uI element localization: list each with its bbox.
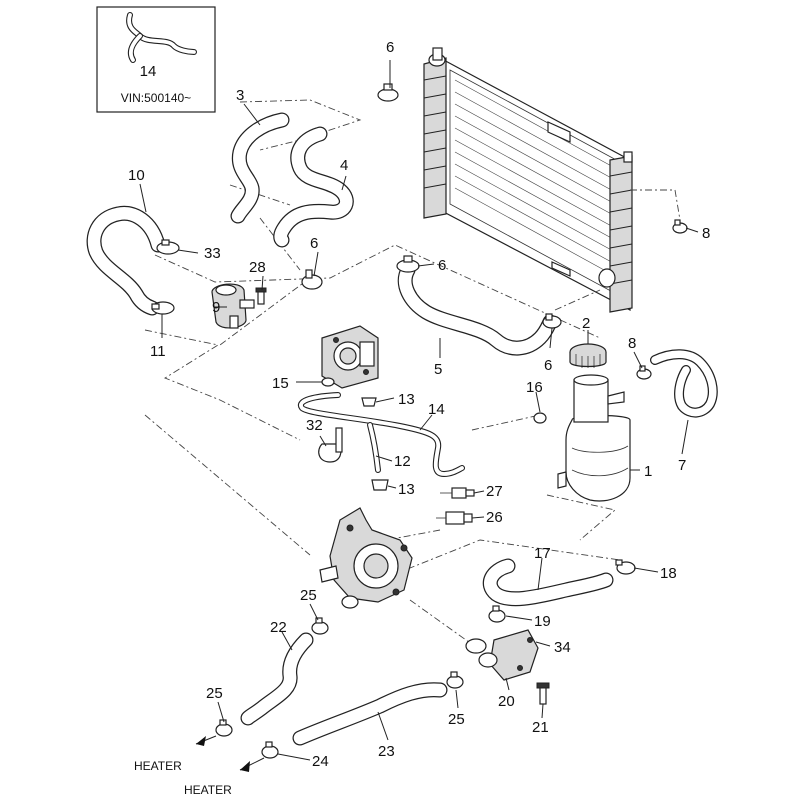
callout-6-lower: 6 xyxy=(544,357,552,374)
callout-4: 4 xyxy=(340,157,348,174)
callout-25-b: 25 xyxy=(448,711,465,728)
throttle-body xyxy=(321,325,379,389)
callout-19: 19 xyxy=(534,613,551,630)
clamp-24 xyxy=(261,741,279,759)
callout-9: 9 xyxy=(212,299,220,316)
outlet-fitting-9 xyxy=(211,283,255,329)
fitting-13-upper xyxy=(361,397,377,407)
hose-5 xyxy=(397,262,558,356)
callout-11: 11 xyxy=(150,343,166,360)
hose-23 xyxy=(292,682,448,746)
clamp-6-left xyxy=(301,269,323,290)
fitting-15 xyxy=(321,377,335,387)
clamp-16 xyxy=(533,412,547,424)
clamp-6-lower xyxy=(542,313,562,329)
clamp-25-b xyxy=(446,671,464,689)
sensor-26 xyxy=(436,511,473,525)
clamp-25-c xyxy=(215,719,233,737)
reservoir-cap xyxy=(569,343,607,368)
clamp-8-lower xyxy=(636,365,652,380)
thermostat-housing-20 xyxy=(465,629,539,681)
callout-24: 24 xyxy=(312,753,329,770)
heater-arrow-lower xyxy=(239,757,265,772)
callout-32: 32 xyxy=(306,417,323,434)
heater-arrow-upper xyxy=(195,735,217,746)
clamp-8-upper xyxy=(672,219,688,234)
callout-5: 5 xyxy=(434,361,442,378)
coolant-reservoir xyxy=(557,374,631,502)
hose-10 xyxy=(86,205,166,316)
callout-3: 3 xyxy=(236,87,244,104)
callout-8-upper: 8 xyxy=(702,225,710,242)
inset-box: 14 VIN:500140~ xyxy=(96,6,216,113)
fitting-13-lower xyxy=(371,479,389,491)
heater-label-upper: HEATER xyxy=(134,759,182,773)
callout-6-mid: 6 xyxy=(438,257,446,274)
radiator xyxy=(423,47,633,313)
bolt-21 xyxy=(536,682,550,705)
callout-27: 27 xyxy=(486,483,503,500)
clamp-33 xyxy=(156,239,180,255)
callout-25-c: 25 xyxy=(206,685,223,702)
callout-2: 2 xyxy=(582,315,590,332)
inset-hose-14 xyxy=(126,12,197,63)
hose-22 xyxy=(240,632,314,726)
callout-15: 15 xyxy=(272,375,289,392)
water-pump-housing xyxy=(319,507,413,609)
sensor-27 xyxy=(440,487,475,499)
hose-4 xyxy=(273,126,354,248)
callout-1: 1 xyxy=(644,463,652,480)
hose-3 xyxy=(230,112,290,224)
callout-23: 23 xyxy=(378,743,395,760)
inset-part-number: 14 xyxy=(140,63,157,80)
callout-21: 21 xyxy=(532,719,549,736)
callout-13-lower: 13 xyxy=(398,481,415,498)
callout-18: 18 xyxy=(660,565,677,582)
hose-7 xyxy=(650,349,718,418)
callout-22: 22 xyxy=(270,619,287,636)
clamp-18 xyxy=(615,559,636,575)
callout-labels: 6 3 4 10 33 6 6 28 9 11 5 6 2 8 8 7 15 1… xyxy=(128,39,710,797)
heater-label-lower: HEATER xyxy=(184,783,232,797)
callout-28: 28 xyxy=(249,259,266,276)
bolt-28 xyxy=(255,287,267,305)
callout-12: 12 xyxy=(394,453,411,470)
hose-17 xyxy=(482,558,614,607)
clamp-6-top xyxy=(377,83,399,102)
callout-33: 33 xyxy=(204,245,221,262)
radiator-fins xyxy=(454,79,616,277)
hose-12 xyxy=(367,422,381,473)
inset-vin-note: VIN:500140~ xyxy=(121,91,191,105)
bracket-32 xyxy=(318,427,343,463)
callout-6-top: 6 xyxy=(386,39,394,56)
callout-10: 10 xyxy=(128,167,145,184)
callout-16: 16 xyxy=(526,379,543,396)
callout-8-lower: 8 xyxy=(628,335,636,352)
callout-leaders xyxy=(139,60,699,761)
callout-14: 14 xyxy=(428,401,445,418)
callout-25-a: 25 xyxy=(300,587,317,604)
callout-13-upper: 13 xyxy=(398,391,415,408)
clamp-25-a xyxy=(311,617,329,635)
clamp-6-mid xyxy=(396,255,420,273)
clamp-19 xyxy=(488,605,506,623)
callout-17: 17 xyxy=(534,545,551,562)
callout-6-left: 6 xyxy=(310,235,318,252)
callout-26: 26 xyxy=(486,509,503,526)
callout-7: 7 xyxy=(678,457,686,474)
clamp-11 xyxy=(151,301,175,315)
callout-20: 20 xyxy=(498,693,515,710)
callout-34: 34 xyxy=(554,639,571,656)
hose-14 xyxy=(297,392,465,477)
